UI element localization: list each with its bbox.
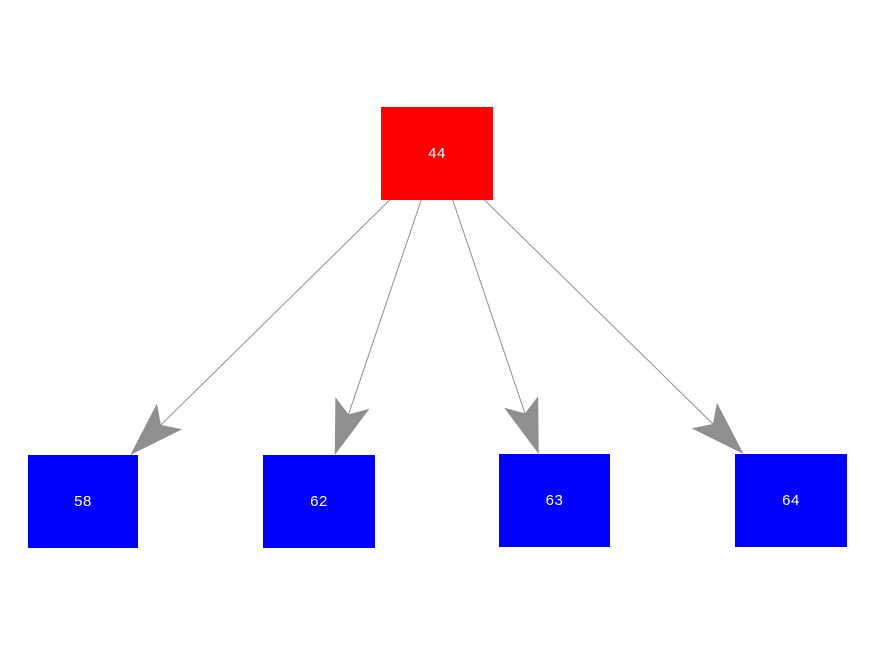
node-64[interactable]: 64 xyxy=(735,454,847,547)
node-44[interactable]: 44 xyxy=(381,107,493,200)
node-63-label: 63 xyxy=(545,492,564,509)
edge-arrowhead-icon xyxy=(334,397,370,455)
node-44-label: 44 xyxy=(428,145,446,162)
edge-arrowhead-icon xyxy=(130,403,183,455)
node-58[interactable]: 58 xyxy=(28,455,138,548)
edge-arrowhead-icon xyxy=(504,396,539,454)
node-62[interactable]: 62 xyxy=(263,455,375,548)
node-58-label: 58 xyxy=(74,493,92,510)
node-64-label: 64 xyxy=(782,492,800,509)
node-62-label: 62 xyxy=(310,493,328,510)
node-63[interactable]: 63 xyxy=(499,454,610,547)
edge-arrowhead-icon xyxy=(691,402,744,454)
